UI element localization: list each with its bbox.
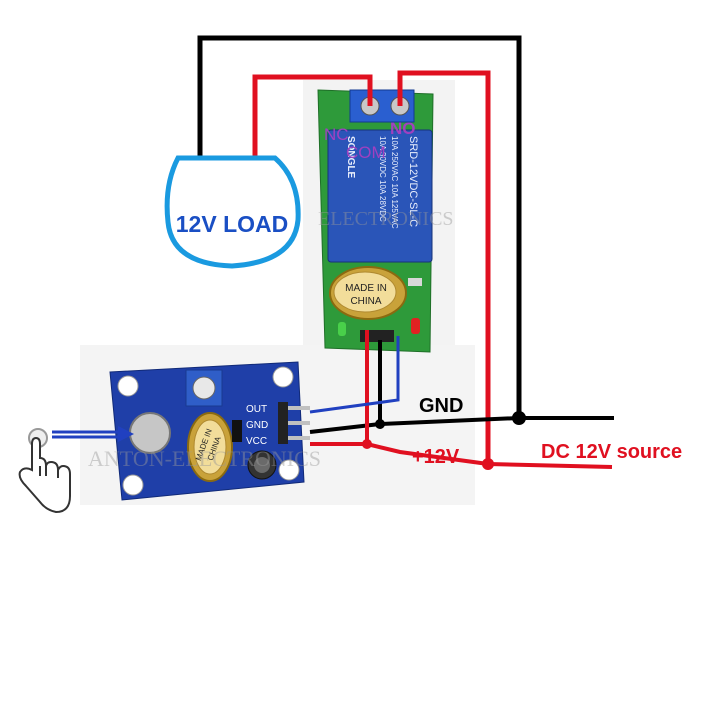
- relay-vcc-junction: [362, 439, 372, 449]
- dc-source-label: DC 12V source: [541, 441, 682, 463]
- gnd-label: GND: [419, 395, 463, 417]
- gnd-line: [309, 416, 614, 434]
- green-led: [338, 322, 346, 336]
- relay-module: [327, 129, 433, 263]
- blue-signal-wire: [309, 336, 400, 414]
- pointing-hand-icon: [18, 428, 71, 514]
- plus12v-label: +12V: [412, 446, 460, 468]
- red-wire-load-to-com: [252, 74, 373, 160]
- touch-sensor-board: MADE IN CHINA OUT GND VCC: [109, 361, 310, 501]
- watermark-anton: ANTON-ELECTRONICS: [88, 446, 321, 471]
- relay-board: SRD-12VDC-SL-C 10A 250VAC 10A 125VAC 10A…: [317, 89, 434, 353]
- black-wire-load-to-gnd: [197, 35, 522, 418]
- com-label: COM: [346, 143, 386, 162]
- sensor-pin-header: [278, 402, 288, 444]
- pin-label-gnd: GND: [246, 420, 268, 431]
- watermark-electronics: ELECTRONICS: [318, 208, 454, 230]
- relay-crystal-label-1: MADE IN: [345, 283, 387, 294]
- relay-rating-text-1: 10A 250VAC 10A 125VAC: [390, 136, 399, 229]
- relay-model-text: SRD-12VDC-SL-C: [407, 136, 419, 227]
- relay-crystal-label-2: CHINA: [350, 296, 381, 307]
- red-led: [411, 318, 420, 334]
- pin-label-out: OUT: [246, 404, 267, 415]
- gnd-junction: [512, 411, 526, 425]
- source-junction: [482, 458, 494, 470]
- plus12v-line: [310, 442, 613, 469]
- relay-brand-text: SONGLE: [345, 136, 356, 179]
- load-outline: [164, 155, 301, 269]
- load-label: 12V LOAD: [176, 211, 288, 237]
- relay-rating-text-2: 10A 30VDC 10A 28VDC: [378, 136, 387, 222]
- relay-gnd-junction: [375, 419, 385, 429]
- no-label: NO: [390, 119, 416, 138]
- nc-label: NC: [324, 125, 349, 144]
- pin-label-vcc: VCC: [246, 436, 267, 447]
- red-wire-no-to-source: [397, 70, 491, 464]
